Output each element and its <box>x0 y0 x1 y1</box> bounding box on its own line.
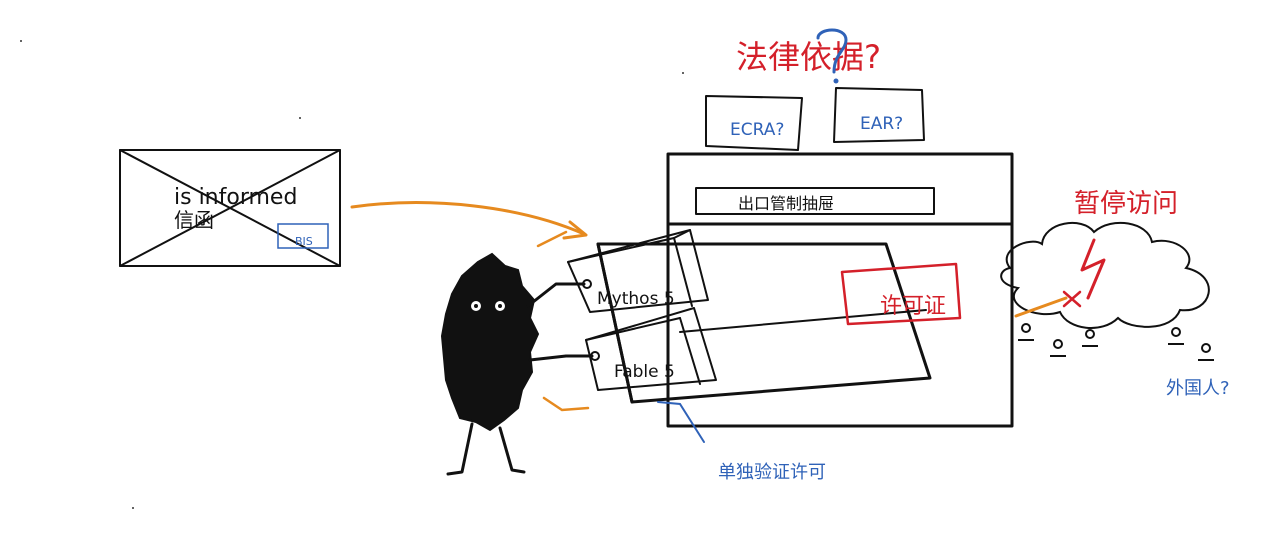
cabinet-frame <box>666 152 1014 428</box>
person-icon <box>1201 343 1211 353</box>
export-control-cabinet: 出口管制抽屉 许可证 <box>596 152 1014 428</box>
creature-hand <box>582 279 592 289</box>
mythos-box-edge <box>673 229 691 239</box>
stray-dot <box>20 40 22 42</box>
question-mark-dot <box>833 78 839 84</box>
mythos-label: Mythos 5 <box>597 289 675 309</box>
orange-stroke <box>542 396 590 412</box>
ecra-label: ECRA? <box>730 120 784 140</box>
foreigners-label: 外国人? <box>1166 378 1230 399</box>
fable-label: Fable 5 <box>614 362 675 382</box>
black-creature <box>440 252 600 476</box>
letter-cross-line <box>119 149 341 267</box>
stray-dot <box>682 72 684 74</box>
foreign-users <box>1018 323 1214 361</box>
person-icon <box>1053 339 1063 349</box>
letter-title: is informed <box>174 185 297 210</box>
crossed-letter: is informed 信函 BIS <box>119 149 341 267</box>
orange-arrow <box>350 201 590 412</box>
creature-leg <box>446 422 474 476</box>
stray-dot <box>132 507 134 509</box>
orange-arrow-line <box>350 201 586 236</box>
blocked-x-icon <box>1062 290 1082 308</box>
creature-hand <box>590 351 600 361</box>
mythos-box <box>567 229 709 313</box>
drawer-edge <box>596 242 634 404</box>
creature-body <box>440 252 540 432</box>
person-icon <box>1085 329 1095 339</box>
creature-pupil <box>474 304 478 308</box>
orange-arrow-stroke <box>536 230 568 248</box>
ecra-box <box>705 95 803 151</box>
fable-box-edge <box>679 317 701 385</box>
letter-frame <box>119 149 341 267</box>
drawer-edge <box>679 309 927 333</box>
creature-arm-lower <box>528 354 594 362</box>
creature-pupil <box>498 304 502 308</box>
mythos-box-edge <box>567 237 675 263</box>
stray-dot <box>299 117 301 119</box>
creature-leg <box>498 426 526 474</box>
fable-box-edge <box>585 317 681 341</box>
orange-arrow-head <box>562 220 588 240</box>
question-mark-icon <box>816 28 848 74</box>
person-icon <box>1171 327 1181 337</box>
drawer-label: 出口管制抽屉 <box>738 194 834 213</box>
orange-connector <box>1014 296 1068 318</box>
lightning-icon <box>1080 238 1106 300</box>
fable-box <box>585 307 717 391</box>
ear-box <box>833 87 925 143</box>
person-icon <box>1021 323 1031 333</box>
verify-pointer <box>657 401 705 443</box>
drawer-label-frame <box>695 187 935 215</box>
mythos-box-edge <box>673 237 693 307</box>
license-label: 许可证 <box>880 294 946 319</box>
model-boxes: Mythos 5 Fable 5 <box>567 229 717 391</box>
cloud-shape <box>1000 222 1210 330</box>
verify-caption: 单独验证许可 <box>718 462 826 483</box>
license-box <box>840 262 962 326</box>
creature-arm-upper <box>526 282 586 308</box>
bis-badge-frame <box>277 223 329 249</box>
ear-label: EAR? <box>860 114 903 134</box>
bis-badge: BIS <box>295 235 313 248</box>
letter-subtitle: 信函 <box>174 208 214 232</box>
suspend-access-label: 暂停访问 <box>1074 189 1178 219</box>
law-question: 法律依据? <box>736 38 881 76</box>
